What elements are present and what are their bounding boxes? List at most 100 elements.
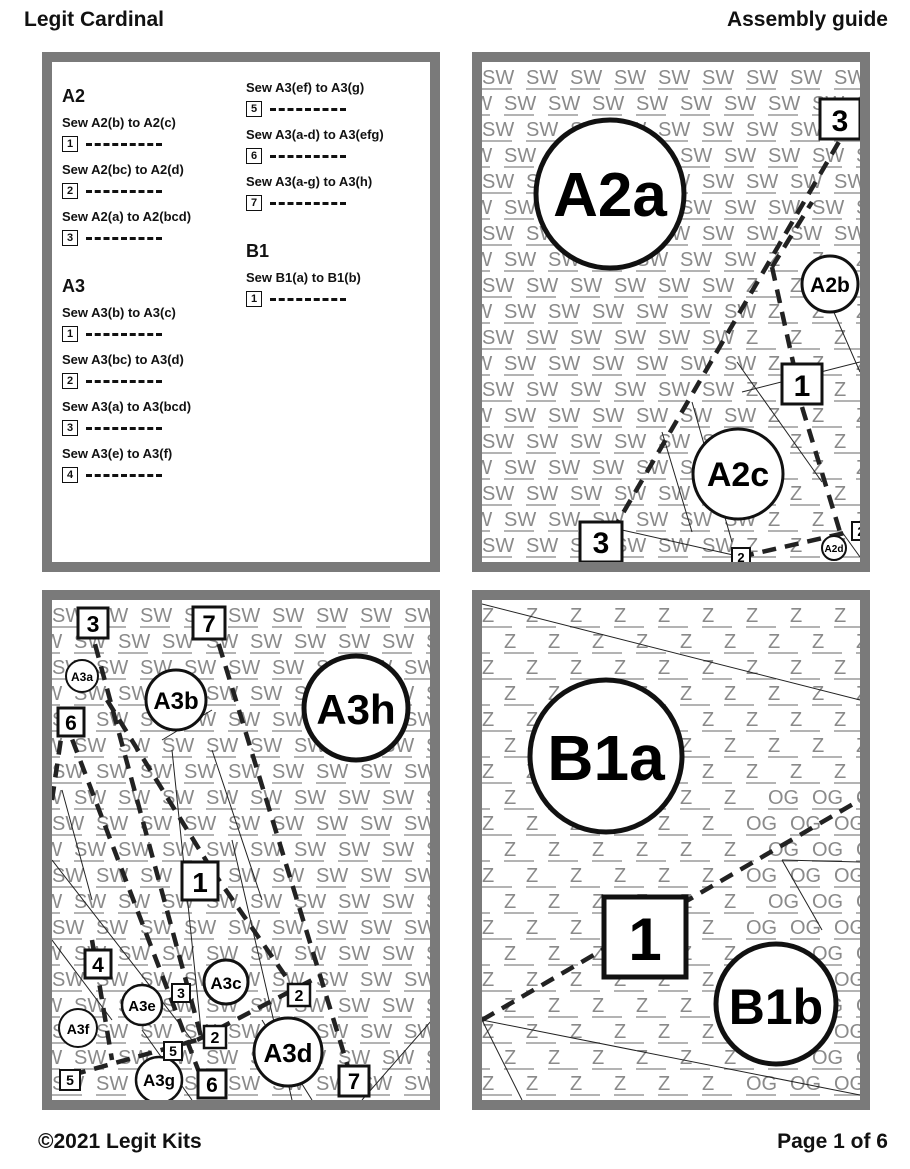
- fabric-code-text: Z: [812, 735, 824, 757]
- fabric-code-text: SW: [162, 943, 194, 965]
- fabric-code-text: Z: [724, 735, 736, 757]
- a3-labels: A3a A3b A3h A3c A3d A3e A3f A3g 3 7: [56, 605, 411, 1100]
- fabric-code-text: SW: [294, 891, 326, 913]
- dashed-line-icon: [86, 236, 162, 240]
- step-label: Sew A2(b) to A2(c): [62, 115, 176, 130]
- a2-thin-line: [736, 361, 823, 483]
- a3-seam-num: 7: [348, 1069, 360, 1094]
- fabric-code-text: Z: [614, 1021, 626, 1043]
- fabric-code-text: Z: [658, 865, 670, 887]
- fabric-code-text: SW: [834, 171, 860, 193]
- fabric-code-text: Z: [746, 327, 758, 349]
- fabric-code-text: Z: [790, 709, 802, 731]
- fabric-code-text: SW: [548, 405, 580, 427]
- fabric-code-text: SW: [162, 735, 194, 757]
- b1a-circle: [527, 677, 685, 835]
- b1-thin-line: [482, 1019, 523, 1100]
- fabric-code-text: Z: [768, 301, 780, 323]
- fabric-code-text: SW: [404, 865, 430, 887]
- fabric-code-text: SW: [592, 457, 624, 479]
- fabric-code-text: SW: [272, 813, 304, 835]
- fabric-code-text: Z: [504, 787, 516, 809]
- dashed-line-icon: [270, 154, 346, 158]
- fabric-code-text: SW: [206, 839, 238, 861]
- a3d-label: A3d: [263, 1038, 312, 1068]
- fabric-code-text: Z: [482, 605, 494, 627]
- b1b-label: B1b: [729, 979, 823, 1035]
- fabric-code-text: SW: [52, 813, 84, 835]
- fabric-code-text: SW: [636, 561, 668, 562]
- fabric-code-text: SW: [338, 839, 370, 861]
- fabric-code-text: Z: [746, 709, 758, 731]
- fabric-code-text: Z: [702, 813, 714, 835]
- fabric-code-text: Z: [702, 605, 714, 627]
- fabric-code-text: OG: [768, 787, 799, 809]
- fabric-code-text: SW: [658, 67, 690, 89]
- a3-seam-num: 7: [202, 611, 215, 638]
- a3-thin-line: [52, 939, 113, 1021]
- step-row: 3: [62, 230, 191, 246]
- fabric-code-text: Z: [746, 379, 758, 401]
- fabric-code-text: SW: [680, 145, 712, 167]
- fabric-code-text: OG: [812, 787, 843, 809]
- fabric-code-text: SW: [74, 1047, 106, 1069]
- fabric-code-text: SW: [636, 93, 668, 115]
- panel-a3-inner: SW SW SW SW SW SW SW SW SW SW SW SW SW SW SW SW SW SW SW SW…: [52, 600, 430, 1100]
- fabric-code-text: SW: [360, 605, 392, 627]
- fabric-code-text: SW: [162, 631, 194, 653]
- fabric-code-text: SW: [74, 735, 106, 757]
- step-row: 7: [246, 195, 384, 211]
- step-number: 6: [246, 148, 262, 164]
- fabric-code-text: OG: [768, 839, 799, 861]
- fabric-code-text: SW: [702, 67, 734, 89]
- step-item: Sew A3(b) to A3(c)1: [62, 305, 191, 342]
- fabric-code-text: Z: [636, 995, 648, 1017]
- fabric-code-text: SW: [404, 917, 430, 939]
- fabric-code-text: Z: [526, 657, 538, 679]
- fabric-code-text: SW: [118, 943, 150, 965]
- fabric-code-text: SW: [404, 1073, 430, 1095]
- step-row: 3: [62, 420, 191, 436]
- fabric-code-text: SW: [504, 561, 536, 562]
- fabric-code-text: SW: [702, 223, 734, 245]
- fabric-code-text: OG: [790, 813, 821, 835]
- fabric-code-text: SW: [526, 431, 558, 453]
- fabric-code-text: SW: [592, 93, 624, 115]
- fabric-code-text: OG: [790, 917, 821, 939]
- fabric-code-text: Z: [680, 1099, 692, 1100]
- fabric-code-text: SW: [702, 327, 734, 349]
- fabric-code-text: Z: [812, 561, 824, 562]
- a2-seam-1a: [769, 266, 800, 381]
- fabric-code-text: SW: [404, 1021, 430, 1043]
- fabric-code-text: SW: [96, 1073, 128, 1095]
- fabric-code-text: SW: [360, 813, 392, 835]
- fabric-code-text: Z: [856, 509, 860, 531]
- a3-seam-num: 3: [177, 985, 185, 1001]
- fabric-code-text: SW: [206, 1047, 238, 1069]
- fabric-code-text: SW: [184, 813, 216, 835]
- fabric-code-text: Z: [702, 865, 714, 887]
- fabric-code-text: SW: [614, 379, 646, 401]
- fabric-code-text: OG: [746, 1073, 777, 1095]
- fabric-code-text: SW: [548, 301, 580, 323]
- fabric-code-text: SW: [140, 813, 172, 835]
- fabric-code-text: SW: [482, 145, 492, 167]
- fabric-code-text: Z: [658, 1073, 670, 1095]
- a2-diagram: SWSWSWSWSWSWSWSWSWSWSWSWSWSWSWSWSWSWSWSW…: [482, 67, 860, 562]
- fabric-code-text: SW: [228, 1021, 260, 1043]
- fabric-code-text: Z: [592, 995, 604, 1017]
- fabric-code-text: SW: [272, 709, 304, 731]
- fabric-code-text: SW: [504, 249, 536, 271]
- fabric-code-text: SW: [52, 891, 62, 913]
- fabric-code-text: SW: [228, 605, 260, 627]
- fabric-code-text: Z: [746, 605, 758, 627]
- fabric-code-text: Z: [570, 917, 582, 939]
- fabric-code-text: SW: [206, 735, 238, 757]
- fabric-code-text: Z: [526, 865, 538, 887]
- step-row: 1: [62, 136, 191, 152]
- a2c-circle: [691, 427, 785, 521]
- fabric-code-text: Z: [856, 631, 860, 653]
- a3-seam-num-box: [171, 983, 191, 1003]
- step-item: Sew A3(bc) to A3(d)2: [62, 352, 191, 389]
- fabric-code-text: SW: [338, 995, 370, 1017]
